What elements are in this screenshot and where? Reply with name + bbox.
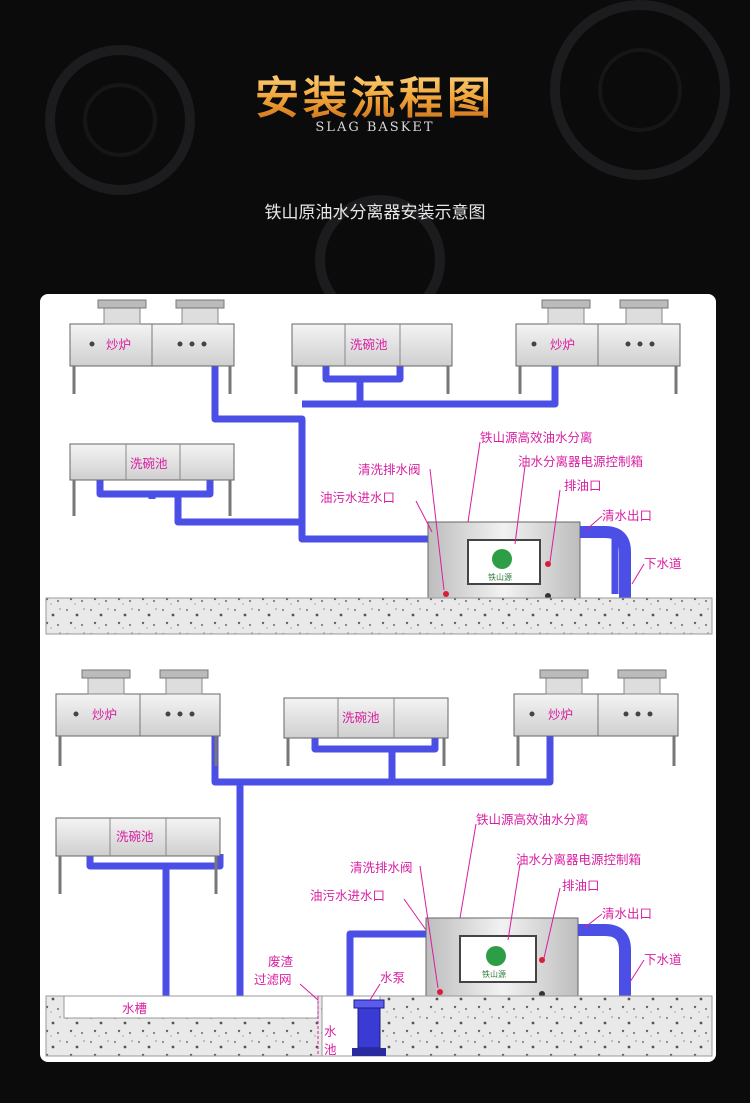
bottom-inlet-label: 油污水进水口 (310, 888, 385, 903)
top-stove-right: 炒炉 (515, 299, 681, 394)
top-stove-left: 炒炉 (69, 299, 235, 394)
gear-background (45, 0, 730, 300)
top-sewer-label: 下水道 (644, 556, 682, 571)
top-sewer-pipe (580, 526, 631, 598)
bottom-control-box-label: 油水分离器电源控制箱 (516, 852, 641, 867)
bottom-diagram: 炒炉 洗碗池 炒炉 (45, 669, 713, 1057)
top-clear-outlet-label: 清水出口 (602, 508, 652, 523)
top-sink-center: 洗碗池 (291, 323, 453, 394)
installation-diagram-panel: 炒炉 洗碗池 炒炉 (40, 294, 716, 1062)
top-stove-right-label: 炒炉 (550, 337, 575, 352)
pool-label-line2: 池 (324, 1042, 337, 1057)
bottom-clear-outlet-label: 清水出口 (602, 906, 652, 921)
filter-label-line2: 过滤网 (254, 972, 292, 987)
bottom-separator-label: 铁山源高效油水分离 (476, 812, 589, 827)
filter-label-line1: 废渣 (268, 954, 294, 969)
trough-label: 水槽 (122, 1001, 147, 1016)
top-ground (45, 597, 713, 635)
bottom-stove-right-label: 炒炉 (548, 707, 573, 722)
bottom-sewer-pipe (578, 924, 631, 996)
bottom-separator: 铁山源 (425, 917, 579, 997)
top-separator-logo: 铁山源 (488, 572, 512, 582)
water-pump (352, 999, 386, 1056)
bottom-sink-left-label: 洗碗池 (116, 829, 154, 844)
top-sink-left-label: 洗碗池 (130, 456, 168, 471)
water-trough (63, 995, 319, 1019)
top-sink-left: 洗碗池 (69, 443, 235, 516)
bottom-oil-outlet-label: 排油口 (562, 878, 600, 893)
page-subtitle: SLAG BASKET (315, 120, 435, 135)
bottom-stove-left: 炒炉 (55, 669, 221, 766)
page-title: 安装流程图 (0, 62, 750, 126)
bottom-sink-center-label: 洗碗池 (342, 710, 380, 725)
top-separator: 铁山源 (427, 521, 581, 599)
top-inlet-label: 油污水进水口 (320, 490, 395, 505)
bottom-sink-left: 洗碗池 (55, 817, 221, 894)
bottom-separator-logo: 铁山源 (482, 969, 506, 979)
top-separator-label: 铁山源高效油水分离 (480, 430, 593, 445)
bottom-stove-left-label: 炒炉 (92, 707, 117, 722)
pump-label: 水泵 (380, 970, 405, 985)
bottom-stove-right: 炒炉 (513, 669, 679, 766)
top-diagram: 炒炉 洗碗池 炒炉 (45, 299, 713, 635)
diagram-caption: 铁山原油水分离器安装示意图 (264, 203, 486, 223)
top-sink-center-label: 洗碗池 (350, 337, 388, 352)
bottom-sewer-label: 下水道 (644, 952, 682, 967)
top-stove-left-label: 炒炉 (106, 337, 131, 352)
top-drain-valve-label: 清洗排水阀 (358, 462, 421, 477)
top-control-box-label: 油水分离器电源控制箱 (518, 454, 643, 469)
top-oil-outlet-label: 排油口 (564, 478, 602, 493)
installation-diagram: 炒炉 洗碗池 炒炉 (45, 299, 713, 1057)
bottom-drain-valve-label: 清洗排水阀 (350, 860, 413, 875)
bottom-sink-center: 洗碗池 (283, 697, 449, 766)
pool-label-line1: 水 (324, 1024, 337, 1039)
